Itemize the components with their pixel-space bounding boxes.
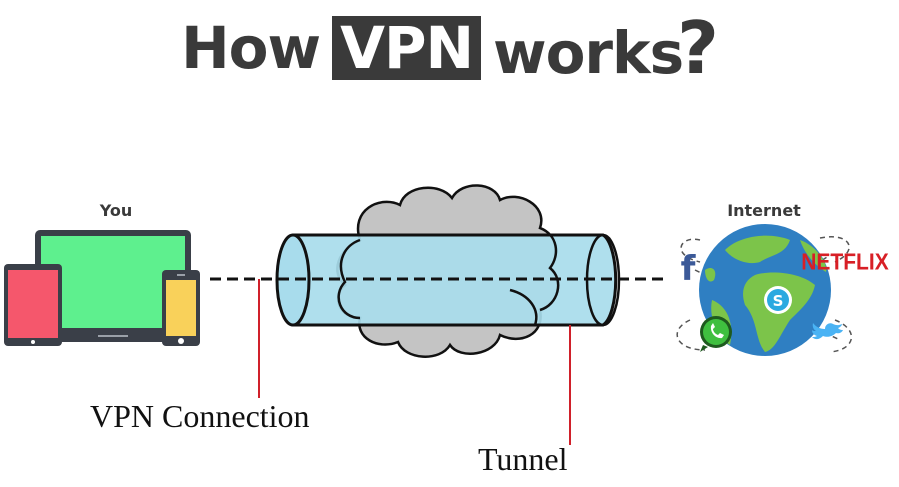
phone-icon [162, 270, 200, 346]
facebook-icon: f [681, 249, 697, 289]
vpn-tunnel [275, 226, 621, 327]
svg-text:S: S [773, 292, 784, 310]
twitter-icon [812, 323, 843, 340]
diagram-title: How VPN works? [0, 0, 899, 95]
skype-icon: S [764, 286, 792, 314]
whatsapp-icon [700, 316, 732, 352]
laptop-icon [28, 230, 198, 342]
tablet-icon [4, 264, 62, 346]
title-question-mark: ? [677, 5, 719, 90]
title-suffix: works [493, 18, 684, 87]
internet-label: Internet [727, 201, 801, 220]
you-label: You [99, 201, 133, 220]
title-highlight: VPN [332, 15, 481, 80]
vpn-connection-label: VPN Connection [90, 398, 310, 434]
title-prefix: How [181, 13, 321, 82]
tunnel-label: Tunnel [478, 441, 568, 477]
netflix-logo: NETFLIX [801, 249, 889, 275]
